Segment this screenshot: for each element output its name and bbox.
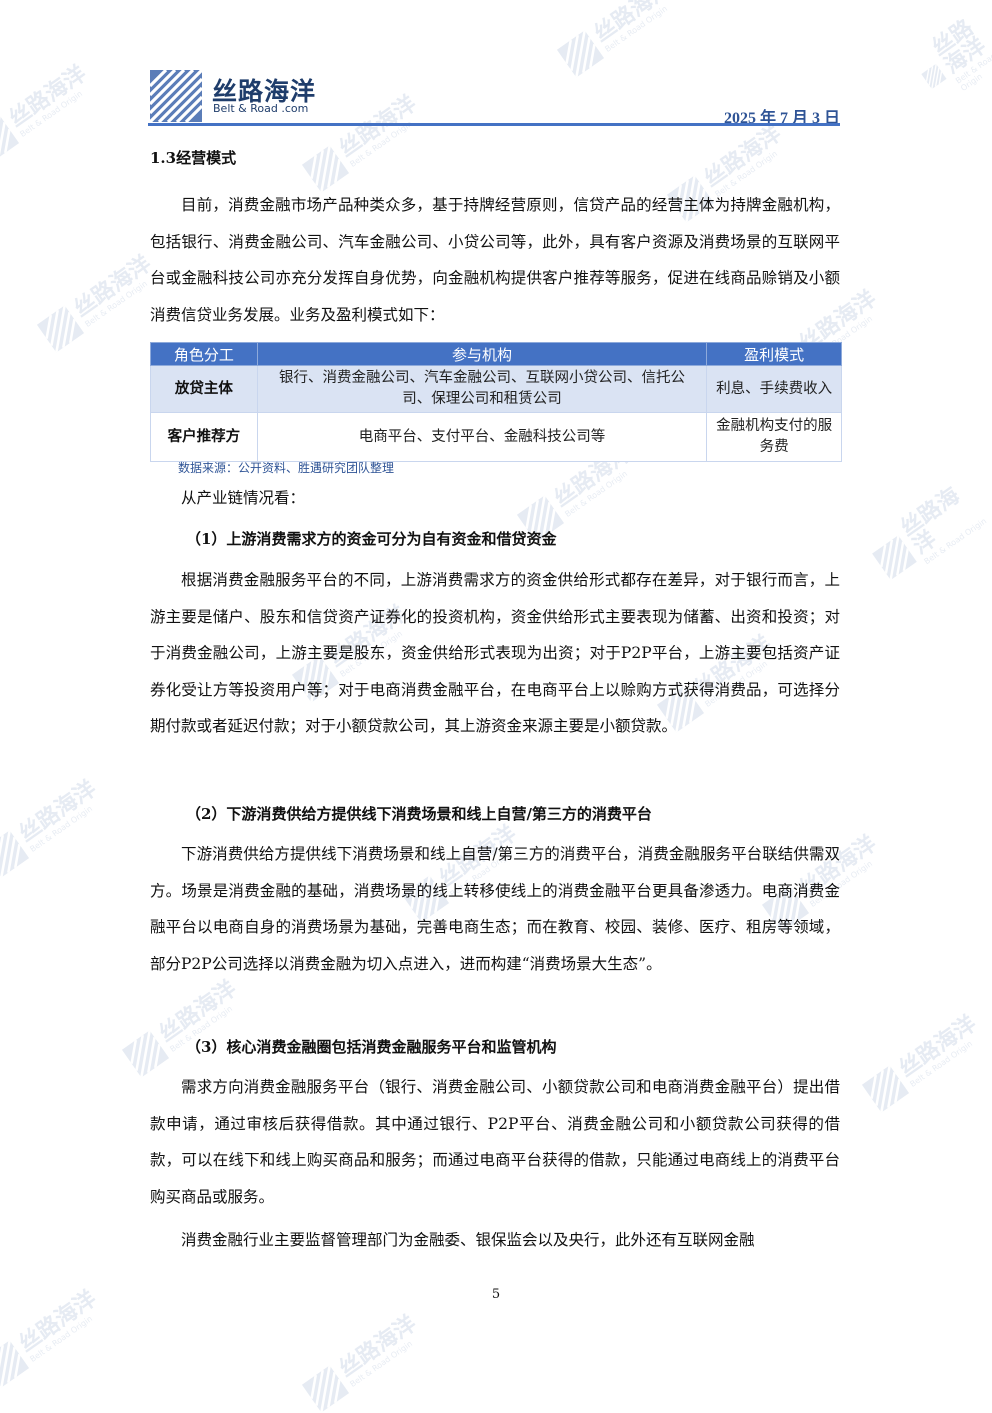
subheading-upstream: （1）上游消费需求方的资金可分为自有资金和借贷资金: [186, 530, 557, 548]
table-row: 客户推荐方 电商平台、支付平台、金融科技公司等 金融机构支付的服务费: [150, 412, 842, 462]
section-title: 1.3经营模式: [150, 149, 237, 167]
brand-name: 丝路海洋: [212, 77, 317, 106]
brand-domain: Belt & Road .com: [213, 102, 309, 115]
watermark-logo-icon: [861, 1065, 910, 1113]
intro-paragraph: 目前，消费金融市场产品种类众多，基于持牌经营原则，信贷产品的经营主体为持牌金融机…: [150, 196, 840, 324]
watermark-logo-icon: [0, 115, 20, 163]
orgs-cell: 银行、消费金融公司、汽车金融公司、互联网小贷公司、信托公司、保理公司和租赁公司: [256, 365, 708, 413]
brand-logo-icon: [150, 70, 202, 122]
paragraph-upstream: 根据消费金融服务平台的不同，上游消费需求方的资金供给形式都存在差异，对于银行而言…: [150, 571, 840, 735]
header-divider: [148, 123, 840, 126]
paragraph-core: 需求方向消费金融服务平台（银行、消费金融公司、小额贷款公司和电商消费金融平台）提…: [150, 1078, 840, 1206]
watermark-logo-icon: [301, 1365, 350, 1413]
page-header: 丝路海洋 Belt & Road .com 2025 年 7 月 3 日: [150, 68, 840, 127]
role-cell: 客户推荐方: [150, 412, 258, 462]
page-number: 5: [491, 1287, 501, 1302]
chain-intro: 从产业链情况看：: [181, 489, 306, 507]
profit-cell: 金融机构支付的服务费: [706, 412, 842, 462]
table-header-row: 角色分工 参与机构 盈利模式: [150, 342, 842, 366]
subheading-downstream: （2）下游消费供给方提供线下消费场景和线上自营/第三方的消费平台: [186, 805, 652, 823]
table-header-cell: 参与机构: [256, 342, 708, 366]
business-model-table: 角色分工 参与机构 盈利模式 放贷主体 银行、消费金融公司、汽车金融公司、互联网…: [150, 342, 842, 462]
watermark-logo-icon: [0, 830, 30, 878]
watermark-logo-icon: [0, 1340, 30, 1388]
table-header-cell: 角色分工: [150, 342, 258, 366]
report-date: 2025 年 7 月 3 日: [723, 110, 840, 127]
table-source-note: 数据来源：公开资料、胜遇研究团队整理: [178, 461, 395, 475]
subheading-core: （3）核心消费金融圈包括消费金融服务平台和监管机构: [186, 1038, 557, 1056]
paragraph-regulators: 消费金融行业主要监督管理部门为金融委、银保监会以及央行，此外还有互联网金融: [181, 1231, 755, 1249]
watermark-logo-icon: [36, 305, 85, 353]
profit-cell: 利息、手续费收入: [706, 365, 842, 413]
watermark-logo-icon: [871, 534, 917, 580]
orgs-cell: 电商平台、支付平台、金融科技公司等: [256, 412, 708, 462]
table-header-cell: 盈利模式: [706, 342, 842, 366]
table-row: 放贷主体 银行、消费金融公司、汽车金融公司、互联网小贷公司、信托公司、保理公司和…: [150, 365, 842, 413]
role-cell: 放贷主体: [150, 365, 258, 413]
paragraph-downstream: 下游消费供给方提供线下消费场景和线上自营/第三方的消费平台，消费金融服务平台联结…: [150, 845, 840, 973]
watermark-logo-icon: [921, 63, 947, 90]
watermark-logo-icon: [301, 145, 350, 193]
